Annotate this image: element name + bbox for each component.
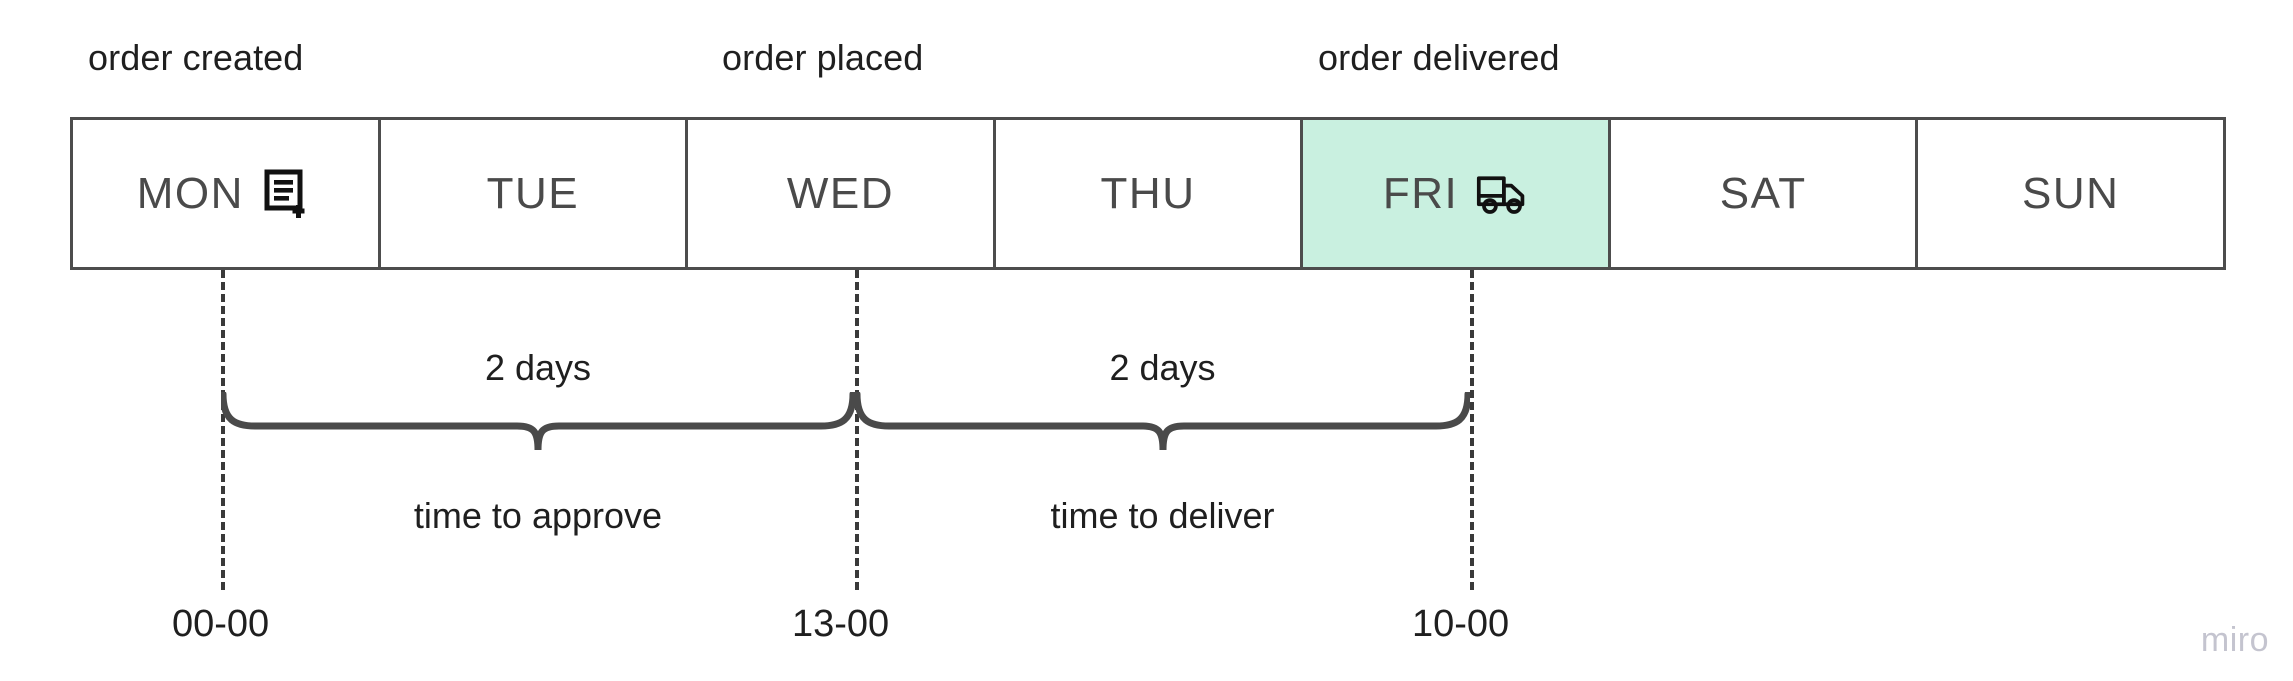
day-cell-wed[interactable]: WED bbox=[688, 120, 996, 267]
milestone-label-order-delivered: order delivered bbox=[1318, 37, 1560, 78]
day-cell-mon[interactable]: MON bbox=[73, 120, 381, 267]
day-cell-sun[interactable]: SUN bbox=[1918, 120, 2223, 267]
milestone-label-order-created: order created bbox=[88, 37, 304, 78]
day-cell-fri[interactable]: FRI bbox=[1303, 120, 1611, 267]
day-label: TUE bbox=[486, 168, 580, 218]
delivery-truck-icon bbox=[1476, 168, 1528, 220]
span-duration-time-to-approve: 2 days bbox=[484, 347, 592, 388]
milestone-label-order-placed: order placed bbox=[722, 37, 924, 78]
tick-line-order-placed bbox=[855, 270, 859, 590]
tick-line-order-delivered bbox=[1470, 270, 1474, 590]
timestamp-order-placed: 13-00 bbox=[792, 603, 890, 645]
span-duration-time-to-deliver: 2 days bbox=[1109, 347, 1216, 388]
brace-time-to-approve bbox=[221, 392, 855, 452]
day-label: FRI bbox=[1382, 168, 1459, 218]
tick-line-order-created bbox=[221, 270, 225, 590]
day-cell-thu[interactable]: THU bbox=[996, 120, 1304, 267]
day-label: THU bbox=[1100, 168, 1196, 218]
day-label: SAT bbox=[1719, 168, 1807, 218]
brace-time-to-deliver bbox=[855, 392, 1470, 452]
day-cell-sat[interactable]: SAT bbox=[1611, 120, 1919, 267]
timestamp-order-delivered: 10-00 bbox=[1412, 603, 1510, 645]
span-caption-time-to-deliver: time to deliver bbox=[1050, 495, 1275, 536]
week-strip: MON TUE WED THU FRI bbox=[70, 117, 2226, 270]
document-add-icon bbox=[262, 168, 314, 220]
day-label: SUN bbox=[2022, 168, 2120, 218]
miro-watermark: miro bbox=[2200, 621, 2269, 659]
day-label: MON bbox=[136, 168, 244, 218]
day-cell-tue[interactable]: TUE bbox=[381, 120, 689, 267]
day-label: WED bbox=[786, 168, 895, 218]
timestamp-order-created: 00-00 bbox=[172, 603, 270, 645]
span-caption-time-to-approve: time to approve bbox=[413, 495, 663, 536]
